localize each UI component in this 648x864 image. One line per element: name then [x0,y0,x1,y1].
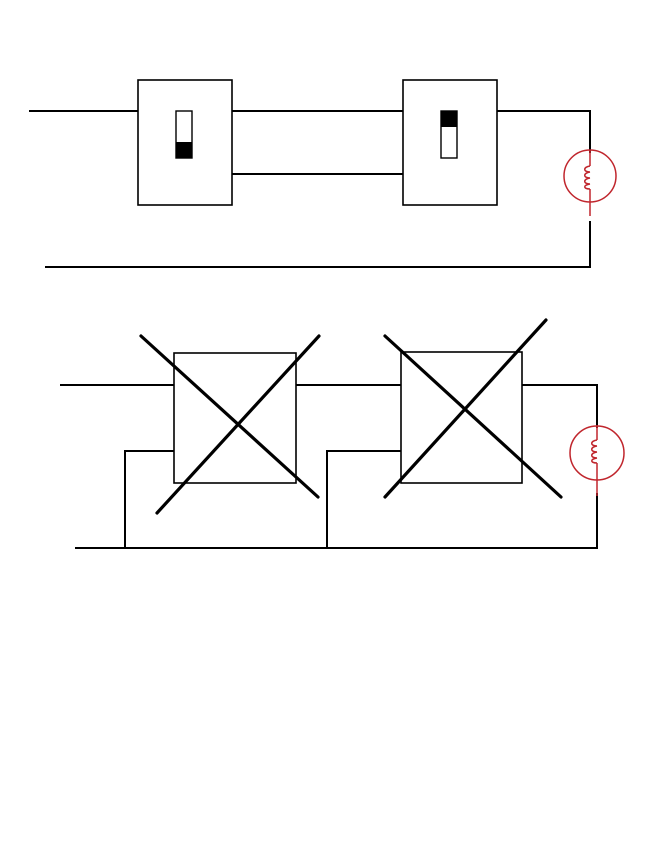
switch-box-left [138,80,232,205]
switch-box-right [403,80,497,205]
toggle-switch-icon [176,111,192,158]
switch-right-down-wire [327,451,401,548]
return-wire-neutral [76,494,597,548]
panel-correct-wiring [30,80,616,267]
panel-incorrect-wiring [61,320,624,548]
switch-to-lamp-wire [522,385,597,427]
toggle-lever-up [441,111,457,127]
toggle-lever-down [176,142,192,158]
switch-box-left-crossed [141,336,319,513]
return-wire-neutral [46,222,590,267]
toggle-switch-icon [441,111,457,158]
switch-box-right-crossed [385,320,561,497]
switch-housing [401,352,522,483]
switch-left-down-wire [125,451,174,548]
switch-to-lamp-wire [497,111,590,152]
lamp-icon [570,425,624,496]
switch-housing [174,353,296,483]
lamp-icon [564,150,616,216]
